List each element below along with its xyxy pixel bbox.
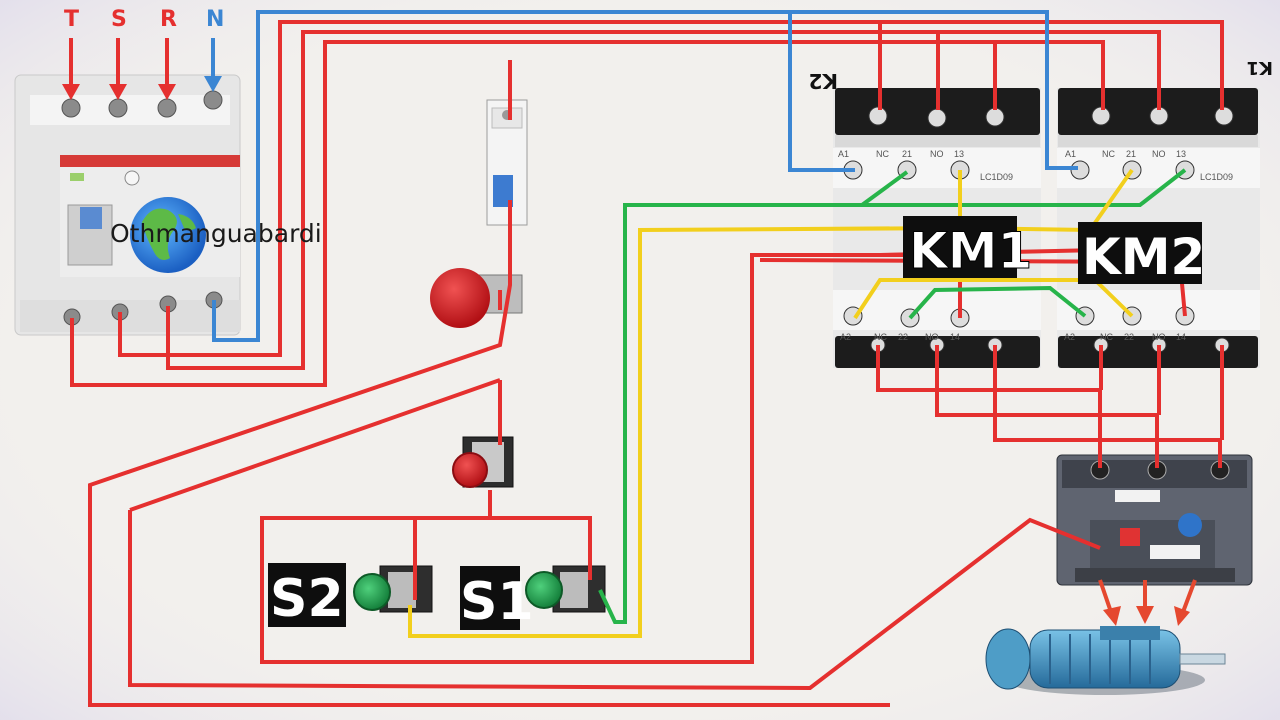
wires-blue [212, 10, 1078, 342]
k2-term-bot-no: NO [925, 332, 939, 342]
watermark-text: Othmanguabardi [110, 219, 322, 248]
phase-label-t: T [64, 7, 79, 32]
k1-term-bot-a2: A2 [1064, 332, 1075, 342]
emergency-stop-button[interactable] [430, 268, 523, 328]
k1-term-bot-nc: NC [1100, 332, 1113, 342]
motor [985, 626, 1226, 695]
mcb-breaker [486, 99, 528, 226]
phase-labels: T S R N [62, 7, 224, 100]
tag-km2: KM2 [1078, 222, 1205, 286]
start-pushbutton-s1[interactable] [525, 565, 606, 613]
k1-term-top-no: NO [1152, 149, 1166, 159]
k2-term-top-no: NO [930, 149, 944, 159]
circuit-breaker [14, 74, 241, 336]
globe-icon [130, 197, 206, 273]
k1-term-bot-14: 14 [1176, 332, 1186, 342]
tag-s1-text: S1 [460, 572, 534, 632]
k2-term-bot-22: 22 [898, 332, 908, 342]
k1-term-top-a1: A1 [1065, 149, 1076, 159]
wires-green [598, 168, 1187, 624]
k2-term-bot-14: 14 [950, 332, 960, 342]
k2-term-top-a1: A1 [838, 149, 849, 159]
k2-term-top-nc: NC [876, 149, 889, 159]
k2-term-bot-a2: A2 [840, 332, 851, 342]
k2-model: LC1D09 [980, 172, 1013, 182]
k2-term-top-21: 21 [902, 149, 912, 159]
contactor-k2-label: K2 [809, 69, 838, 93]
tag-km2-text: KM2 [1082, 228, 1205, 286]
phase-label-s: S [111, 7, 127, 32]
arrow-down-icon [1098, 579, 1197, 626]
tag-s2: S2 [268, 563, 346, 629]
tag-km1-text: KM1 [909, 222, 1032, 280]
overload-relay [1056, 454, 1253, 586]
k1-model: LC1D09 [1200, 172, 1233, 182]
k2-term-bot-nc: NC [874, 332, 887, 342]
start-pushbutton-s2[interactable] [353, 565, 433, 613]
k1-term-bot-22: 22 [1124, 332, 1134, 342]
tag-s1: S1 [460, 566, 534, 632]
phase-label-r: R [160, 7, 177, 32]
stop-pushbutton[interactable] [452, 436, 514, 488]
terminal-labels: A1 NC 21 NO 13 LC1D09 A2 NC 22 NO 14 A1 … [838, 149, 1233, 342]
phase-label-n: N [206, 7, 224, 32]
k1-term-top-13: 13 [1176, 149, 1186, 159]
k1-term-top-21: 21 [1126, 149, 1136, 159]
tag-s2-text: S2 [270, 569, 344, 629]
tag-km1: KM1 [903, 216, 1033, 281]
k1-term-bot-no: NO [1152, 332, 1166, 342]
k1-term-top-nc: NC [1102, 149, 1115, 159]
contactor-k1-label: K1 [1247, 57, 1273, 78]
arrow-down-icon [62, 38, 222, 100]
k2-term-top-13: 13 [954, 149, 964, 159]
